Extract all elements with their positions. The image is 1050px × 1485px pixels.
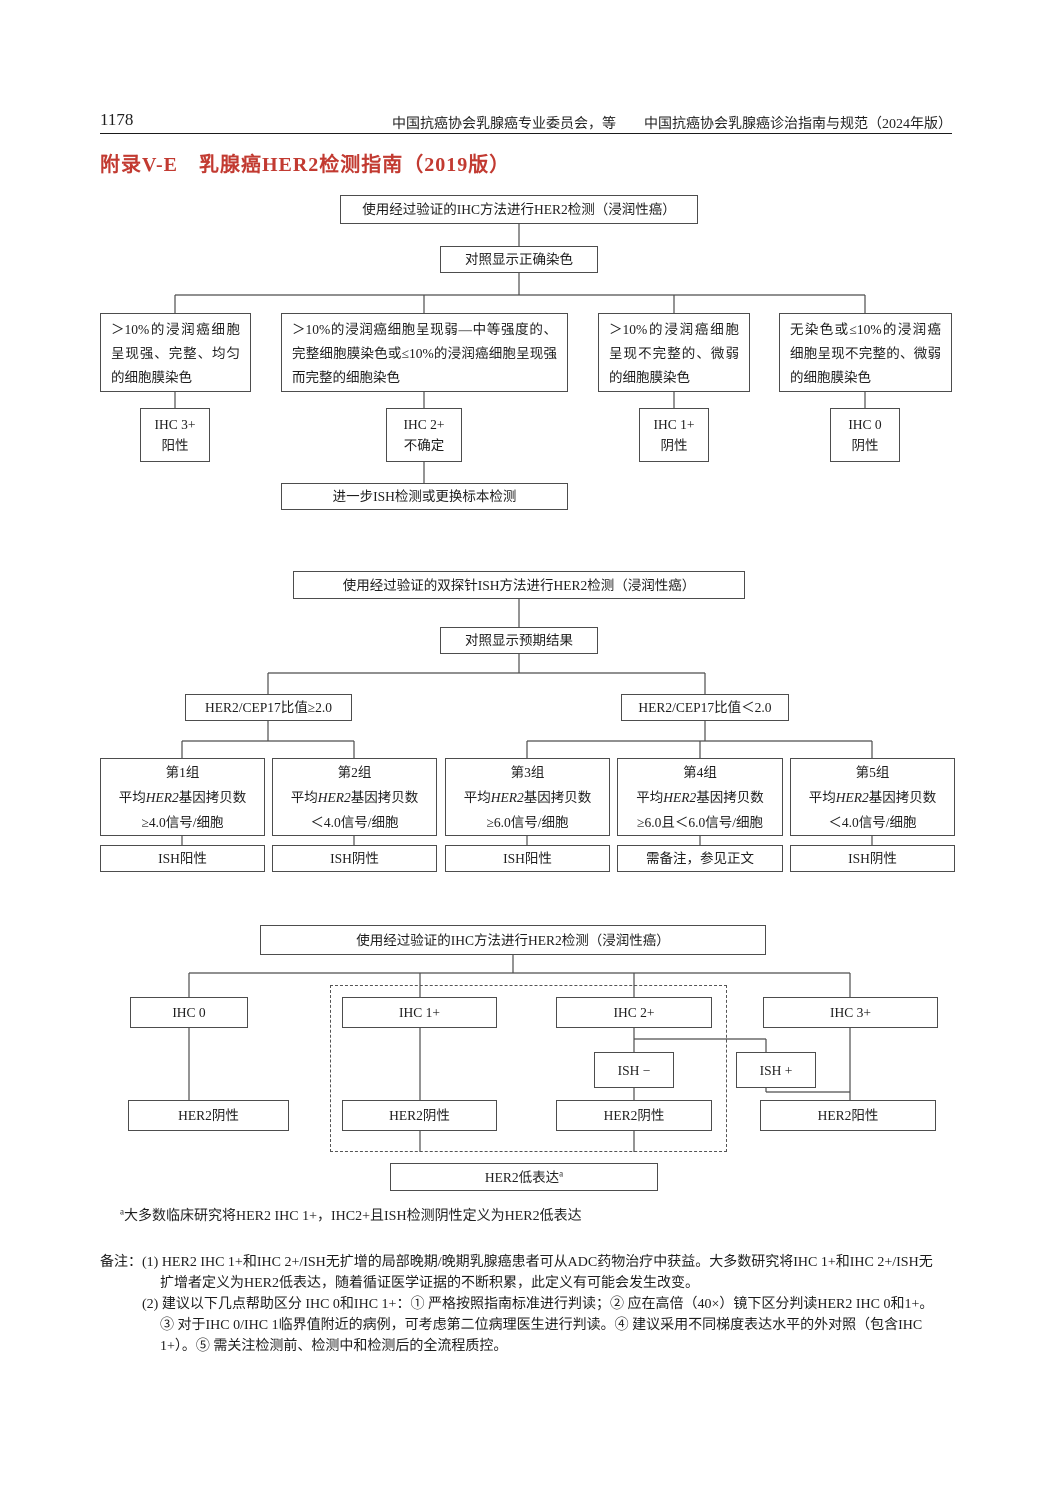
- remark-line-1: 备注：(1) HER2 IHC 1+和IHC 2+/ISH无扩增的局部晚期/晚期…: [100, 1255, 933, 1270]
- footnote-a-marker: a: [120, 1206, 124, 1217]
- chart2-group-3: 第3组 平均HER2基因拷贝数 ≥6.0信号/细胞: [445, 758, 610, 836]
- chart3-ihc1-box: IHC 1+: [342, 997, 497, 1028]
- remark-label: 备注：: [100, 1255, 142, 1270]
- chart3-ish-positive-box: ISH +: [736, 1052, 816, 1088]
- group-range: ＜4.0信号/细胞: [310, 814, 399, 830]
- result-line2: 阴性: [660, 438, 688, 453]
- chart1-result-ihc0: IHC 0 阴性: [830, 408, 900, 462]
- running-header: 中国抗癌协会乳腺癌专业委员会，等 中国抗癌协会乳腺癌诊治指南与规范（2024年版…: [392, 117, 952, 132]
- chart1-condition-1: ＞10%的浸润癌细胞呈现强、完整、均匀的细胞膜染色: [100, 313, 251, 392]
- chart1-result-ihc2: IHC 2+ 不确定: [386, 408, 462, 462]
- group-copies: 平均HER2基因拷贝数: [636, 789, 764, 805]
- chart1-condition-3: ＞10%的浸润癌细胞呈现不完整的、微弱的细胞膜染色: [598, 313, 750, 392]
- group-name: 第5组: [855, 764, 890, 780]
- result-line1: IHC 2+: [403, 417, 445, 432]
- group-copies: 平均HER2基因拷贝数: [808, 789, 937, 805]
- chart1-condition-4: 无染色或≤10%的浸润癌细胞呈现不完整的、微弱的细胞膜染色: [779, 313, 952, 392]
- chart2-result-4: 需备注，参见正文: [617, 845, 783, 872]
- remark-line-4: ③ 对于IHC 0/IHC 1临界值附近的病例，可考虑第二位病理医生进行判读。④…: [160, 1318, 923, 1333]
- header-rule: [100, 133, 952, 134]
- result-line2: 阳性: [161, 438, 189, 453]
- chart3-result-negative-2: HER2阴性: [342, 1100, 497, 1131]
- chart2-result-5: ISH阴性: [790, 845, 955, 872]
- her2-low-dashed-group: [330, 985, 727, 1152]
- result-line2: 不确定: [403, 438, 445, 453]
- group-range: ≥4.0信号/细胞: [141, 814, 224, 830]
- result-line2: 阴性: [851, 438, 879, 453]
- group-copies: 平均HER2基因拷贝数: [463, 789, 592, 805]
- group-range: ＜4.0信号/细胞: [828, 814, 917, 830]
- chart2-ratio-lt2-box: HER2/CEP17比值＜2.0: [621, 694, 789, 721]
- result-line1: IHC 3+: [154, 417, 196, 432]
- appendix-title: 附录V-E 乳腺癌HER2检测指南（2019版）: [100, 154, 511, 176]
- group-range: ≥6.0且＜6.0信号/细胞: [637, 814, 763, 830]
- group-range: ≥6.0信号/细胞: [486, 814, 569, 830]
- result-line1: IHC 0: [848, 417, 882, 432]
- chart1-condition-2: ＞10%的浸润癌细胞呈现弱—中等强度的、完整细胞膜染色或≤10%的浸润癌细胞呈现…: [281, 313, 568, 392]
- chart2-result-3: ISH阳性: [445, 845, 610, 872]
- chart1-result-ihc1: IHC 1+ 阴性: [639, 408, 709, 462]
- chart2-group-4: 第4组 平均HER2基因拷贝数 ≥6.0且＜6.0信号/细胞: [617, 758, 783, 836]
- chart3-top-box: 使用经过验证的IHC方法进行HER2检测（浸润性癌）: [260, 925, 766, 955]
- chart2-group-1: 第1组 平均HER2基因拷贝数 ≥4.0信号/细胞: [100, 758, 265, 836]
- chart1-top-box: 使用经过验证的IHC方法进行HER2检测（浸润性癌）: [340, 195, 698, 224]
- chart2-result-2: ISH阴性: [272, 845, 437, 872]
- her2-low-label: HER2低表达a: [484, 1168, 564, 1185]
- footnote-a-text: 大多数临床研究将HER2 IHC 1+，IHC2+且ISH检测阴性定义为HER2…: [124, 1209, 582, 1224]
- remark-line-2: 扩增者定义为HER2低表达，随着循证医学证据的不断积累，此定义有可能会发生改变。: [160, 1276, 699, 1291]
- chart3-result-positive: HER2阳性: [760, 1100, 936, 1131]
- chart3-ihc3-box: IHC 3+: [763, 997, 938, 1028]
- page-number: 1178: [100, 110, 134, 129]
- group-name: 第4组: [683, 764, 717, 780]
- group-name: 第3组: [510, 764, 545, 780]
- chart3-result-negative-3: HER2阴性: [556, 1100, 712, 1131]
- chart2-group-5: 第5组 平均HER2基因拷贝数 ＜4.0信号/细胞: [790, 758, 955, 836]
- chart1-further-ish-box: 进一步ISH检测或更换标本检测: [281, 483, 568, 510]
- chart2-ratio-ge2-box: HER2/CEP17比值≥2.0: [185, 694, 352, 721]
- footnote-a: a大多数临床研究将HER2 IHC 1+，IHC2+且ISH检测阴性定义为HER…: [120, 1205, 960, 1225]
- remark-line-3: (2) 建议以下几点帮助区分 IHC 0和IHC 1+：① 严格按照指南标准进行…: [142, 1297, 934, 1312]
- chart2-top-box: 使用经过验证的双探针ISH方法进行HER2检测（浸润性癌）: [293, 571, 745, 599]
- chart3-ihc0-box: IHC 0: [130, 997, 248, 1028]
- group-copies: 平均HER2基因拷贝数: [290, 789, 419, 805]
- remark-line-5: 1+）。⑤ 需关注检测前、检测中和检测后的全流程质控。: [160, 1339, 508, 1354]
- footnote-marker: a: [559, 1168, 564, 1178]
- chart2-control-box: 对照显示预期结果: [440, 627, 598, 654]
- group-name: 第1组: [165, 764, 200, 780]
- chart1-control-box: 对照显示正确染色: [440, 246, 598, 273]
- chart1-result-ihc3: IHC 3+ 阳性: [140, 408, 210, 462]
- result-line1: IHC 1+: [653, 417, 695, 432]
- chart2-result-1: ISH阳性: [100, 845, 265, 872]
- chart3-her2-low-box: HER2低表达a: [390, 1163, 658, 1191]
- group-copies: 平均HER2基因拷贝数: [118, 789, 247, 805]
- chart2-group-2: 第2组 平均HER2基因拷贝数 ＜4.0信号/细胞: [272, 758, 437, 836]
- chart3-ish-negative-box: ISH −: [594, 1052, 674, 1088]
- chart3-ihc2-box: IHC 2+: [556, 997, 712, 1028]
- chart3-result-negative-1: HER2阴性: [128, 1100, 289, 1131]
- group-name: 第2组: [337, 764, 372, 780]
